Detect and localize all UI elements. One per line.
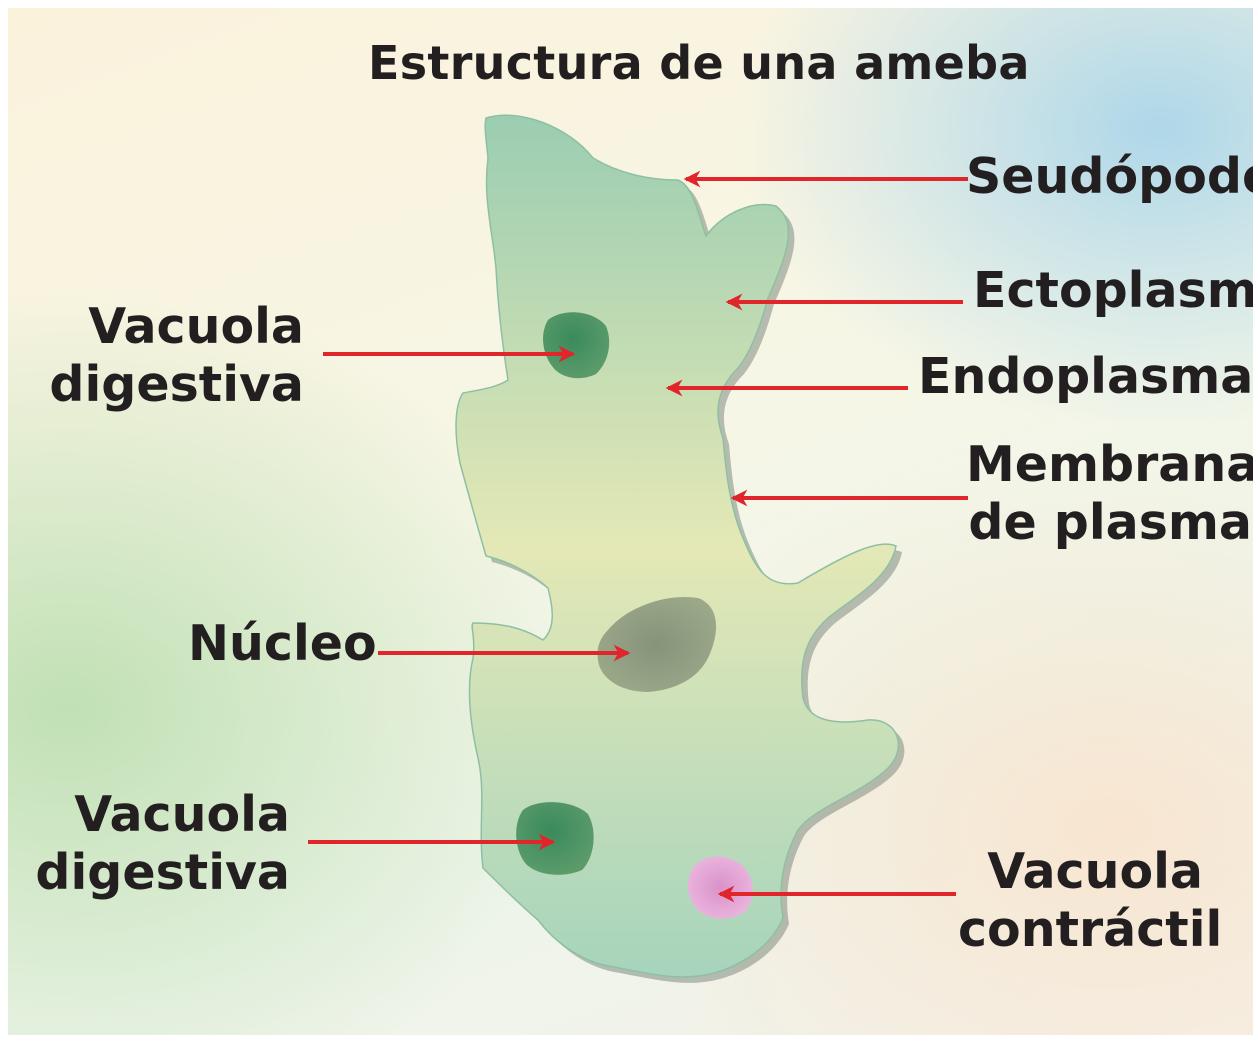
label-nucleo: Núcleo [188,615,377,672]
label-vacuola-digestiva-bottom: Vacuola digestiva [34,786,290,902]
label-vdb-line1: Vacuola [74,786,290,843]
label-seudopodo: Seudópodo [966,148,1253,205]
label-membrana-de-plasma: Membrana de plasma [966,436,1253,552]
label-vacuola-contractil: Vacuola contráctil [958,843,1223,959]
pointer-arrows [308,170,968,903]
digestive-vacuole-bottom [516,802,594,875]
label-membrana-line2: de plasma [968,494,1252,551]
label-ectoplasma: Ectoplasma [973,262,1253,319]
label-vdt-line1: Vacuola [88,298,304,355]
label-vc-line2: contráctil [958,901,1223,958]
label-vc-line1: Vacuola [987,843,1203,900]
diagram-frame: Estructura de una ameba Seudópodo Ectopl… [8,8,1253,1035]
label-endoplasma: Endoplasma [918,348,1253,405]
label-vdb-line2: digestiva [35,844,290,901]
label-vacuola-digestiva-top: Vacuola digestiva [48,298,304,414]
label-vdt-line2: digestiva [49,356,304,413]
amoeba-diagram [308,114,968,983]
label-membrana-line1: Membrana [966,436,1253,493]
diagram-title: Estructura de una ameba [368,36,1030,90]
nucleus [597,596,717,692]
